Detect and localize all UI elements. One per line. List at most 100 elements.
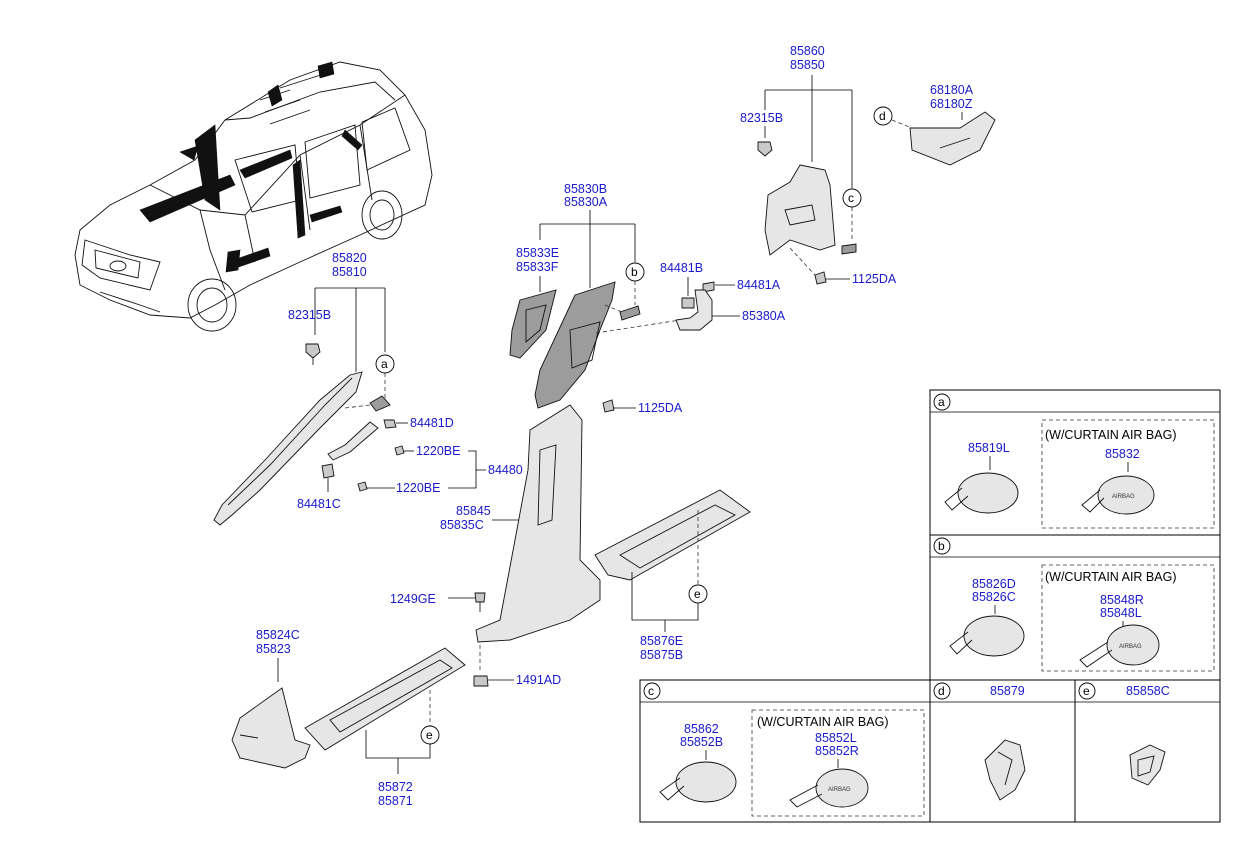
scuff-plate-rear-group: e 85876E 85875B xyxy=(594,489,751,662)
cap-84481D xyxy=(383,419,397,429)
callout-c-top: c xyxy=(848,191,854,205)
detail-d-part: 85879 xyxy=(990,684,1025,698)
detail-a-airbag-title: (W/CURTAIN AIR BAG) xyxy=(1045,428,1177,442)
part-label-84481D: 84481D xyxy=(410,416,454,430)
cap-84481C xyxy=(321,463,335,479)
c-pillar-trim xyxy=(764,164,836,256)
part-label-1220BE-1: 1220BE xyxy=(416,444,460,458)
part-label-85845: 85845 xyxy=(456,504,491,518)
clip-85858C xyxy=(1129,744,1166,786)
cap-84481B xyxy=(681,297,695,309)
screw-1125DA-top xyxy=(814,271,827,285)
a-pillar-trim xyxy=(213,371,363,526)
part-label-85875B: 85875B xyxy=(640,648,683,662)
callout-e-right: e xyxy=(694,587,701,601)
part-label-1491AD: 1491AD xyxy=(516,673,561,687)
screw-1249GE xyxy=(474,592,486,603)
clip-1491AD xyxy=(473,675,489,687)
clip-82315B-left xyxy=(305,343,321,359)
grommet-85862 xyxy=(675,761,737,803)
part-label-85833F: 85833F xyxy=(516,260,559,274)
c-pillar-group: 85860 85850 82315B c 1125DA xyxy=(740,44,897,286)
part-label-85810: 85810 xyxy=(332,265,367,279)
scuff-plate-front-group: e 85872 85871 xyxy=(304,647,466,808)
clip-82315B-top xyxy=(757,141,773,157)
part-label-85820: 85820 xyxy=(332,251,367,265)
clip-b xyxy=(619,305,641,321)
part-label-85830A: 85830A xyxy=(564,195,608,209)
part-label-84480: 84480 xyxy=(488,463,523,477)
b-pillar-upper-trim xyxy=(534,281,616,409)
trim-68180-group: 68180A 68180Z d xyxy=(873,83,996,166)
b-pillar-lower-group: 85845 85835C 1249GE 1491AD xyxy=(390,404,601,687)
assist-handle xyxy=(327,421,379,461)
detail-e-part: 85858C xyxy=(1126,684,1170,698)
a-pillar-group: 85820 85810 82315B a 84481D 1220BE 1220B… xyxy=(213,251,523,526)
part-label-1249GE: 1249GE xyxy=(390,592,436,606)
airbag-emblem-text-c: AIRBAG xyxy=(828,787,851,793)
part-label-68180Z: 68180Z xyxy=(930,97,973,111)
part-label-85823: 85823 xyxy=(256,642,291,656)
detail-e-letter: e xyxy=(1083,684,1090,698)
part-label-68180A: 68180A xyxy=(930,83,974,97)
callout-e-left: e xyxy=(426,728,433,742)
part-label-85872: 85872 xyxy=(378,780,413,794)
detail-b-part-2: 85826C xyxy=(972,590,1016,604)
part-label-84481C: 84481C xyxy=(297,497,341,511)
part-label-1125DA-mid: 1125DA xyxy=(638,401,683,415)
part-label-85850: 85850 xyxy=(790,58,825,72)
handle-85380A xyxy=(675,289,713,331)
callout-a-left: a xyxy=(381,357,388,371)
vehicle-illustration xyxy=(74,61,433,332)
detail-b-part-1: 85826D xyxy=(972,577,1016,591)
clip-85879 xyxy=(984,739,1026,801)
part-label-84481B: 84481B xyxy=(660,261,703,275)
detail-a-part: 85819L xyxy=(968,441,1010,455)
detail-box-d: d 85879 xyxy=(929,679,1076,823)
detail-c-airbag-part-2: 85852R xyxy=(815,744,859,758)
detail-b-airbag-title: (W/CURTAIN AIR BAG) xyxy=(1045,570,1177,584)
scuff-plate-rear xyxy=(594,489,751,581)
detail-c-part-2: 85852B xyxy=(680,735,723,749)
cap-84481A xyxy=(702,281,715,293)
clip-c xyxy=(841,243,857,255)
part-label-82315B-top: 82315B xyxy=(740,111,783,125)
kick-panel-group: 85824C 85823 xyxy=(231,628,311,769)
detail-box-e: e 85858C xyxy=(1074,679,1221,823)
detail-c-airbag-part-1: 85852L xyxy=(815,731,857,745)
detail-box-c: c 85862 85852B (W/CURTAIN AIR BAG) 85852… xyxy=(639,679,931,823)
part-label-85860: 85860 xyxy=(790,44,825,58)
part-label-1125DA-top: 1125DA xyxy=(852,272,897,286)
screw-1220BE-upper xyxy=(394,445,405,456)
detail-b-airbag-part-1: 85848R xyxy=(1100,593,1144,607)
detail-b-letter: b xyxy=(938,539,945,553)
part-label-85380A: 85380A xyxy=(742,309,786,323)
grommet-85819L xyxy=(957,472,1019,514)
screw-1220BE-lower xyxy=(357,481,368,492)
part-label-1220BE-2: 1220BE xyxy=(396,481,440,495)
detail-b-airbag-part-2: 85848L xyxy=(1100,606,1142,620)
kick-panel xyxy=(231,687,311,769)
callout-b: b xyxy=(631,265,638,279)
part-label-85830B: 85830B xyxy=(564,182,607,196)
detail-c-letter: c xyxy=(648,684,654,698)
airbag-emblem-85852 xyxy=(815,768,869,808)
clip-a xyxy=(369,395,391,412)
part-label-85835C: 85835C xyxy=(440,518,484,532)
trim-85833 xyxy=(509,289,557,359)
part-label-85833E: 85833E xyxy=(516,246,559,260)
part-label-85876E: 85876E xyxy=(640,634,683,648)
airbag-emblem-text-b: AIRBAG xyxy=(1119,644,1142,650)
airbag-emblem-85848 xyxy=(1106,624,1160,666)
detail-box-b: b 85826D 85826C (W/CURTAIN AIR BAG) 8584… xyxy=(929,534,1221,681)
detail-d-letter: d xyxy=(938,684,945,698)
detail-c-part-1: 85862 xyxy=(684,722,719,736)
detail-c-airbag-title: (W/CURTAIN AIR BAG) xyxy=(757,715,889,729)
detail-a-letter: a xyxy=(938,395,945,409)
scuff-plate-front xyxy=(304,647,466,751)
detail-a-airbag-part: 85832 xyxy=(1105,447,1140,461)
callout-d: d xyxy=(879,109,886,123)
b-pillar-upper-group: 85830B 85830A 85833E 85833F b 1125DA xyxy=(509,182,683,415)
assist-handle-85380A-group: 84481B 84481A 85380A xyxy=(660,261,786,331)
trim-68180 xyxy=(909,111,996,166)
